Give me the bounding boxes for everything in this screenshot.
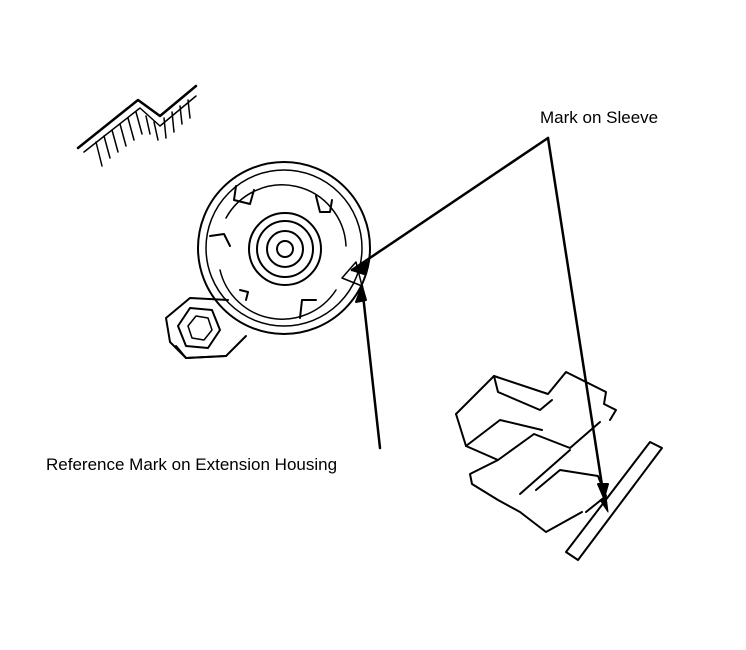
sleeve-gear-part	[455, 371, 663, 561]
reference-mark-label: Reference Mark on Extension Housing	[46, 455, 338, 474]
leader-lines	[350, 136, 609, 500]
extension-housing-part	[165, 161, 371, 359]
leader-to-reference-mark	[360, 284, 382, 450]
arrowhead-reference-mark	[355, 285, 367, 303]
leader-to-housing-mark	[350, 136, 550, 272]
hatched-surface-symbol	[76, 84, 198, 167]
arrowhead-housing-mark	[351, 261, 369, 275]
leader-to-gear-mark	[546, 136, 606, 500]
arrowhead-gear-mark	[597, 483, 609, 499]
mark-on-sleeve-label: Mark on Sleeve	[540, 108, 659, 127]
